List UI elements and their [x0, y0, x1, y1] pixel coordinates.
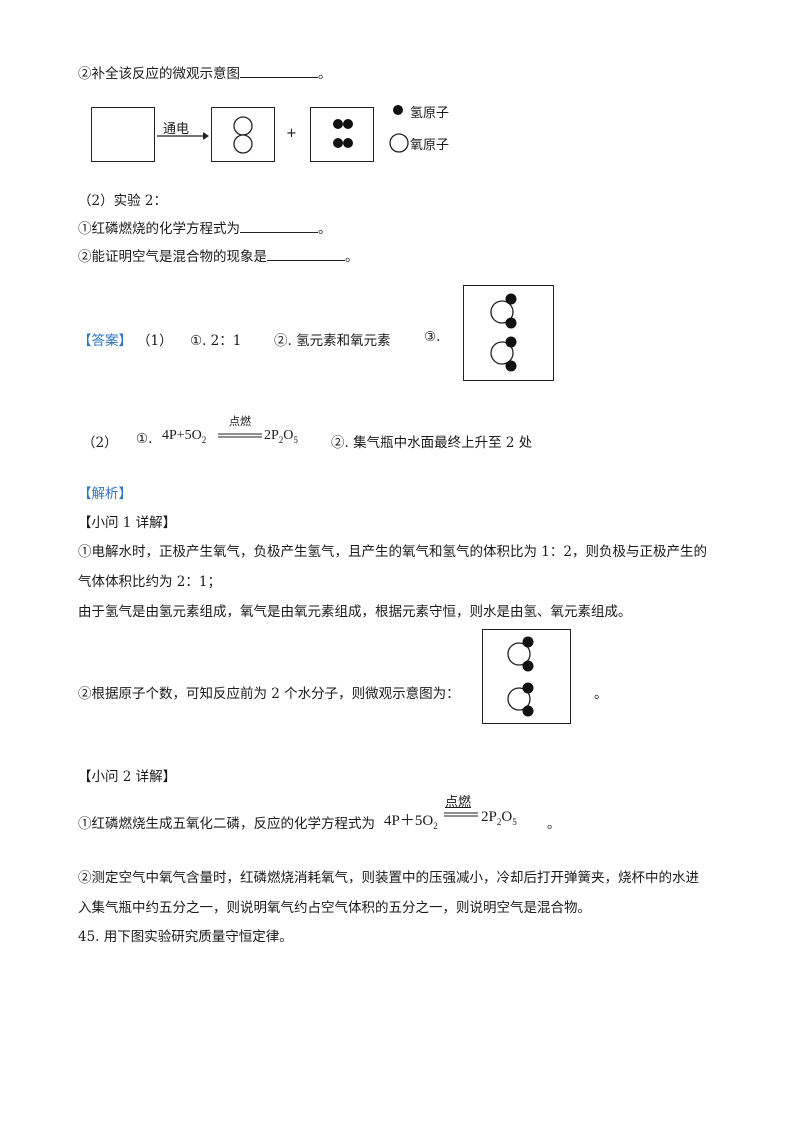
- hydrogen-molecules-icon: [333, 119, 353, 148]
- legend-oxygen-label: 氧原子: [410, 138, 450, 153]
- analysis-equation-condition: 点燃: [445, 795, 472, 810]
- equation-subscript: 5: [512, 817, 517, 827]
- equation-rhs-part: O: [501, 809, 513, 825]
- analysis-p5-line1: ②测定空气中氧气含量时，红磷燃烧消耗氧气，则装置中的压强减小，冷却后打开弹簧夹，…: [78, 870, 699, 886]
- equation-rhs-part: 2P: [481, 809, 497, 825]
- equation-lhs: 4P＋5O: [384, 813, 434, 829]
- answer-tag: 【答案】: [78, 333, 132, 349]
- answer-2-1: ①.: [136, 431, 153, 447]
- punctuation: 。: [345, 249, 359, 265]
- q2-heading: （2）实验 2：: [78, 193, 167, 209]
- equation-condition: 点燃: [229, 415, 251, 428]
- answer-2-2: ②. 集气瓶中水面最终上升至 2 处: [331, 435, 533, 451]
- analysis-p3-end: 。: [594, 686, 608, 702]
- equation-rhs-part: O: [283, 428, 294, 443]
- answer-part2-number: （2）: [82, 435, 118, 451]
- legend-hydrogen-label: 氢原子: [410, 106, 450, 121]
- answer-blank: [240, 219, 318, 233]
- oxygen-molecule-icon: [233, 116, 253, 154]
- equation-subscript: 2: [278, 434, 284, 445]
- analysis-tag: 【解析】: [78, 486, 132, 502]
- analysis-p4-end: 。: [547, 816, 561, 832]
- punctuation: 。: [318, 66, 332, 82]
- water-molecules-answer-box: [463, 285, 554, 381]
- sub2-title: 【小问 2 详解】: [78, 769, 177, 785]
- combustion-equation: 4P+5O2: [162, 428, 206, 445]
- plus-sign: +: [286, 126, 297, 141]
- hydrogen-molecules-box: [310, 107, 374, 162]
- equation-equals-sign: [218, 433, 262, 438]
- next-question: 45. 用下图实验研究质量守恒定律。: [78, 929, 293, 945]
- punctuation: 。: [318, 221, 332, 237]
- answer-blank: [240, 64, 318, 78]
- empty-reactant-box: [91, 107, 155, 162]
- oxygen-molecule-box: [211, 107, 275, 162]
- question-text: ①红磷燃烧的化学方程式为: [78, 221, 240, 237]
- equation-lhs: 4P+5O: [162, 428, 202, 443]
- analysis-equation-equals-sign: [444, 812, 478, 817]
- answer-1-2: ②. 氢元素和氧元素: [274, 333, 391, 349]
- equation-rhs-part: 2P: [264, 428, 279, 443]
- question-text: ②能证明空气是混合物的现象是: [78, 249, 267, 265]
- analysis-p1-line2: 气体体积比约为 2：1；: [78, 574, 221, 590]
- hydrogen-atom-legend-icon: [393, 105, 403, 115]
- oxygen-atom-legend-icon: [389, 133, 409, 153]
- question-line-q2-1: ①红磷燃烧的化学方程式为 。: [78, 217, 332, 237]
- analysis-p1-line1: ①电解水时，正极产生氧气，负极产生氢气，且产生的氧气和氢气的体积比为 1：2，则…: [78, 544, 707, 560]
- water-molecules-icon: [507, 636, 534, 717]
- reaction-arrow: [157, 132, 209, 140]
- equation-subscript: 2: [496, 817, 502, 827]
- analysis-equation-lhs: 4P＋5O2: [384, 809, 438, 831]
- water-molecules-analysis-box: [482, 629, 571, 724]
- question-text: ②补全该反应的微观示意图: [78, 66, 240, 82]
- answer-1-3: ③.: [424, 329, 441, 345]
- analysis-p4-text: ①红磷燃烧生成五氧化二磷，反应的化学方程式为: [78, 816, 375, 832]
- answer-part1-number: （1）: [137, 333, 173, 349]
- water-molecules-icon: [490, 293, 517, 372]
- arrow-label: 通电: [163, 122, 190, 137]
- analysis-p5-line2: 入集气瓶中约五分之一，则说明氧气约占空气体积的五分之一，则说明空气是混合物。: [78, 900, 591, 916]
- sub1-title: 【小问 1 详解】: [78, 515, 177, 531]
- answer-1-1: ①. 2：1: [190, 333, 242, 349]
- answer-blank: [267, 247, 345, 261]
- equation-subscript: 2: [201, 434, 207, 445]
- equation-subscript: 5: [293, 434, 298, 445]
- question-line-q2-2: ②能证明空气是混合物的现象是 。: [78, 245, 359, 265]
- equation-subscript: 2: [433, 821, 438, 831]
- question-line-q1-2: ②补全该反应的微观示意图 。: [78, 62, 332, 82]
- analysis-p2: 由于氢气是由氢元素组成，氧气是由氧元素组成，根据元素守恒，则水是由氢、氧元素组成…: [78, 604, 632, 620]
- equation-rhs: 2P2O5: [264, 428, 298, 445]
- analysis-equation-rhs: 2P2O5: [481, 809, 517, 827]
- analysis-p3: ②根据原子个数，可知反应前为 2 个水分子，则微观示意图为：: [78, 686, 460, 702]
